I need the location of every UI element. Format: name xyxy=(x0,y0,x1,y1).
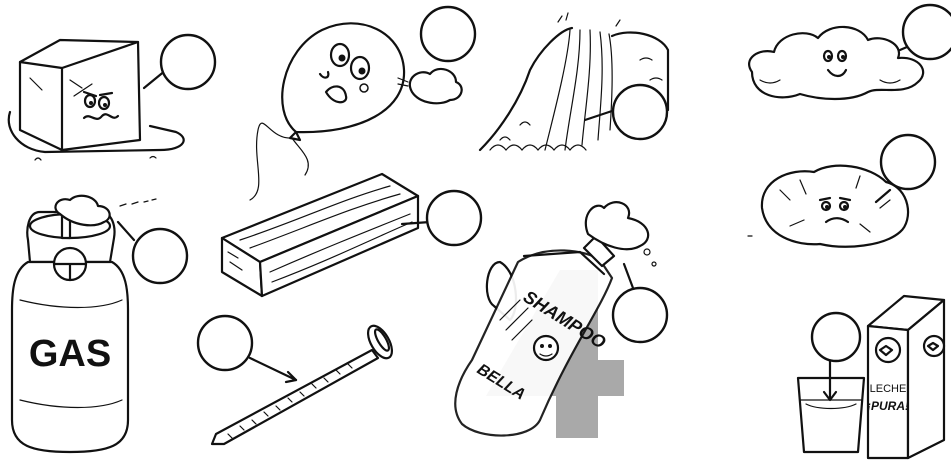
answer-circle-milk[interactable] xyxy=(812,313,860,361)
gas-label: GAS xyxy=(29,333,111,375)
milk-label-line2: ¡PURA! xyxy=(867,399,909,413)
answer-circle-cloud[interactable] xyxy=(903,5,951,59)
answer-circle-gas[interactable] xyxy=(133,229,187,283)
milk-label-line1: LECHE xyxy=(870,383,907,395)
wood-board-illustration xyxy=(222,174,430,296)
answer-circle-ice[interactable] xyxy=(161,35,215,89)
answer-circle-nail[interactable] xyxy=(198,316,252,370)
rock-illustration xyxy=(748,166,908,247)
cloud-illustration xyxy=(749,27,923,99)
answer-circle-waterfall[interactable] xyxy=(613,85,667,139)
gas-tank-illustration: GAS xyxy=(12,196,156,452)
answer-circle-balloon[interactable] xyxy=(421,7,475,61)
ice-cube-illustration xyxy=(9,40,184,160)
answer-circle-shampoo[interactable] xyxy=(613,288,667,342)
answer-circle-wood[interactable] xyxy=(427,191,481,245)
answer-circle-rock[interactable] xyxy=(881,135,935,189)
